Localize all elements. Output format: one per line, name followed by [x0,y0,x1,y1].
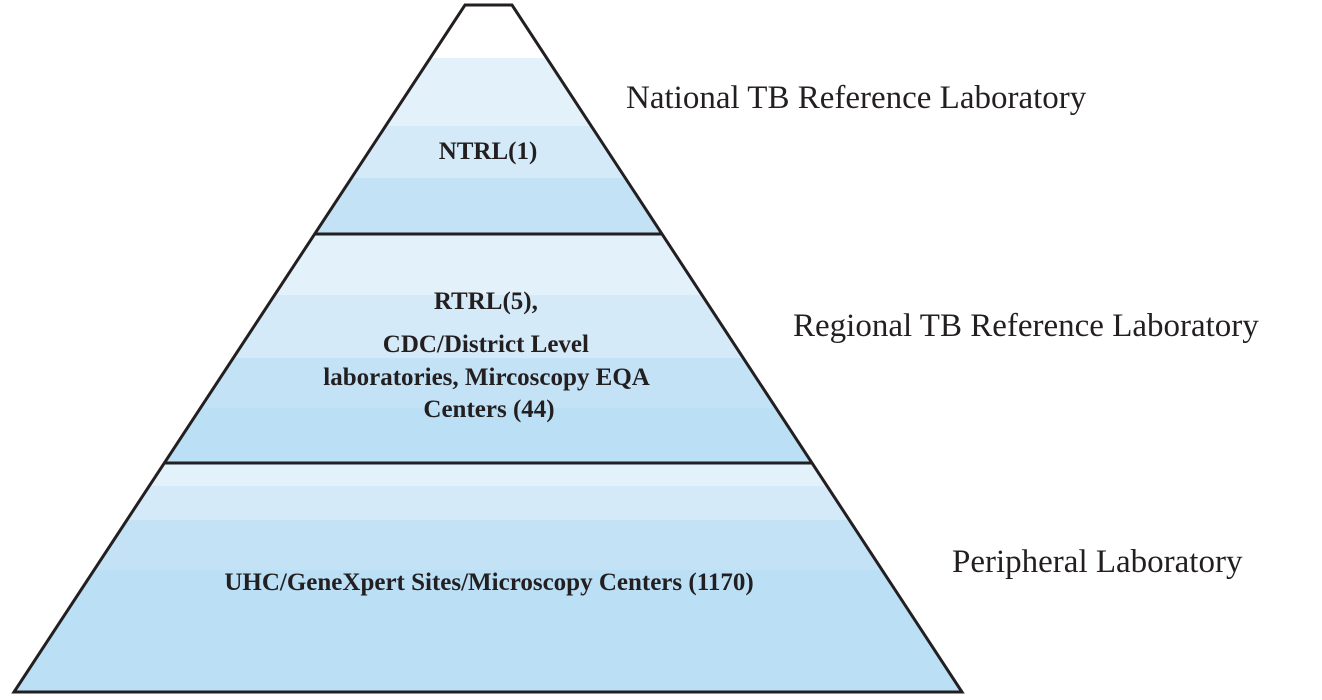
band [14,234,962,295]
tier-line: Centers (44) [423,396,554,423]
side-label-regional: Regional TB Reference Laboratory [793,308,1259,344]
tier-peripheral-text: UHC/GeneXpert Sites/Microscopy Centers (… [224,569,753,596]
tier-line: CDC/District Level [383,331,589,358]
side-label-national: National TB Reference Laboratory [626,80,1087,116]
tier-line: laboratories, Mircoscopy EQA [323,364,650,391]
tier-line: RTRL(5), [434,288,538,315]
band [14,5,962,58]
tier-line: NTRL(1) [439,138,538,165]
band [14,570,962,692]
band [14,520,962,570]
band [14,486,962,520]
side-label-peripheral: Peripheral Laboratory [952,544,1243,580]
band [14,463,962,486]
band [14,178,962,234]
tier-line: UHC/GeneXpert Sites/Microscopy Centers (… [224,569,753,596]
tier-national-text: NTRL(1) [439,138,538,165]
tier-regional-text: RTRL(5), CDC/District Level laboratories… [323,288,654,423]
